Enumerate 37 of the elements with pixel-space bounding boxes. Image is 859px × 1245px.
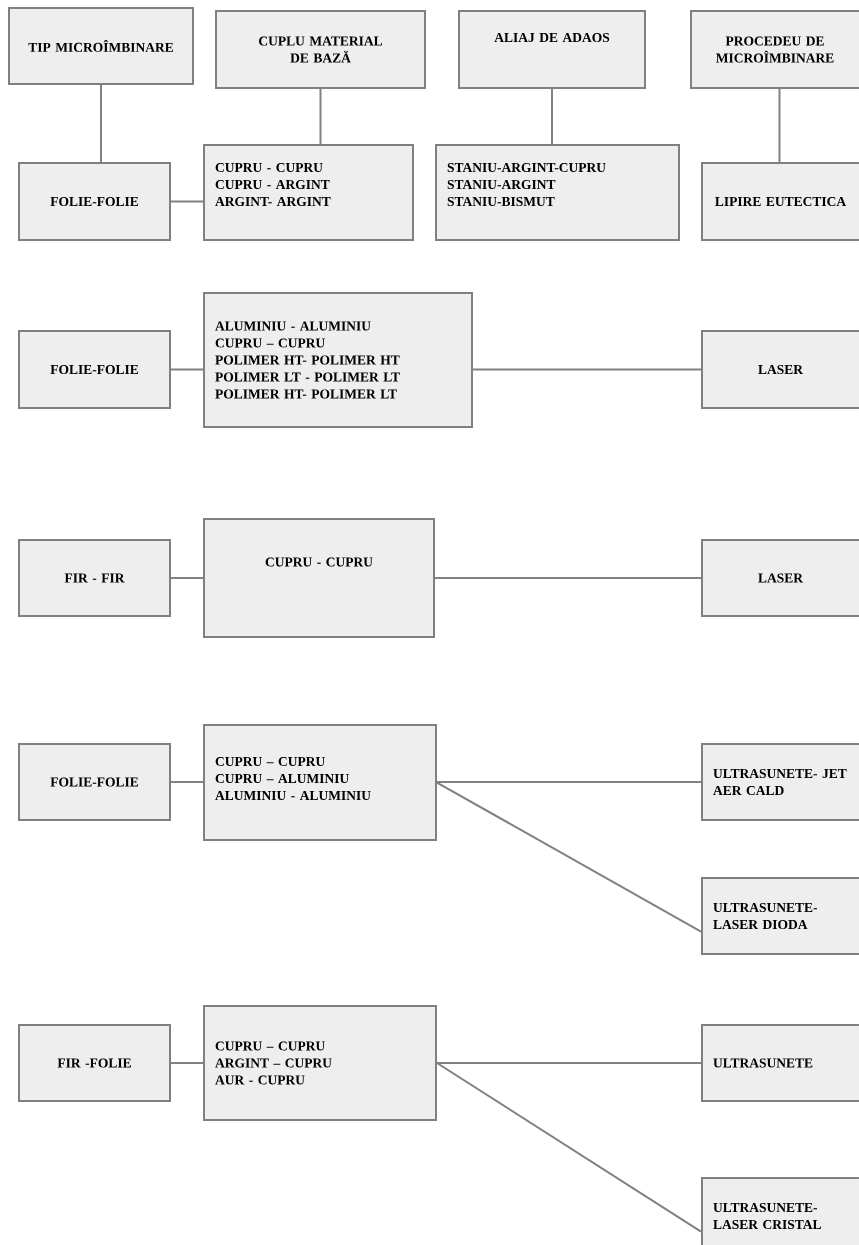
material-box: CUPRU - CUPRU [203, 518, 435, 638]
joint-type-box: FIR - FIR [18, 539, 171, 617]
connector-line [436, 781, 702, 933]
material-box: CUPRU - CUPRU CUPRU - ARGINT ARGINT- ARGINT [203, 144, 414, 241]
connector-line [170, 577, 204, 579]
material-box: CUPRU – CUPRU ARGINT – CUPRU AUR - CUPRU [203, 1005, 437, 1121]
header-box: CUPLU MATERIAL DE BAZĂ [215, 10, 426, 89]
process-box: ULTRASUNETE- JET AER CALD [701, 743, 859, 821]
connector-line [436, 781, 702, 783]
joint-type-box: FIR -FOLIE [18, 1024, 171, 1102]
joint-type-box: FOLIE-FOLIE [18, 743, 171, 821]
alloy-box: STANIU-ARGINT-CUPRU STANIU-ARGINT STANIU-BISMUT [435, 144, 680, 241]
connector-line [778, 88, 781, 163]
connector-line [170, 781, 204, 783]
connector-line [436, 1062, 702, 1064]
header-box: TIP MICROÎMBINARE [8, 7, 194, 85]
connector-line [551, 88, 553, 145]
joint-type-box: FOLIE-FOLIE [18, 162, 171, 241]
connector-line [170, 368, 204, 371]
material-box: ALUMINIU - ALUMINIU CUPRU – CUPRU POLIMER HT- POLIMER HT POLIMER LT - POLIMER LT POLIMER HT- POLIMER LT [203, 292, 473, 428]
process-box: ULTRASUNETE- LASER CRISTAL [701, 1177, 859, 1245]
connector-line [170, 200, 204, 203]
process-box: LASER [701, 330, 859, 409]
connector-line [170, 1062, 204, 1064]
process-box: ULTRASUNETE [701, 1024, 859, 1102]
process-box: LIPIRE EUTECTICA [701, 162, 859, 241]
joint-type-box: FOLIE-FOLIE [18, 330, 171, 409]
material-box: CUPRU – CUPRU CUPRU – ALUMINIU ALUMINIU - ALUMINIU [203, 724, 437, 841]
connector-line [436, 1062, 702, 1233]
connector-line [319, 88, 322, 145]
process-box: LASER [701, 539, 859, 617]
process-box: ULTRASUNETE- LASER DIODA [701, 877, 859, 955]
connector-line [434, 577, 702, 579]
header-box: PROCEDEU DE MICROÎMBINARE [690, 10, 859, 89]
connector-line [100, 84, 102, 163]
connector-line [472, 368, 702, 371]
header-box: ALIAJ DE ADAOS [458, 10, 646, 89]
